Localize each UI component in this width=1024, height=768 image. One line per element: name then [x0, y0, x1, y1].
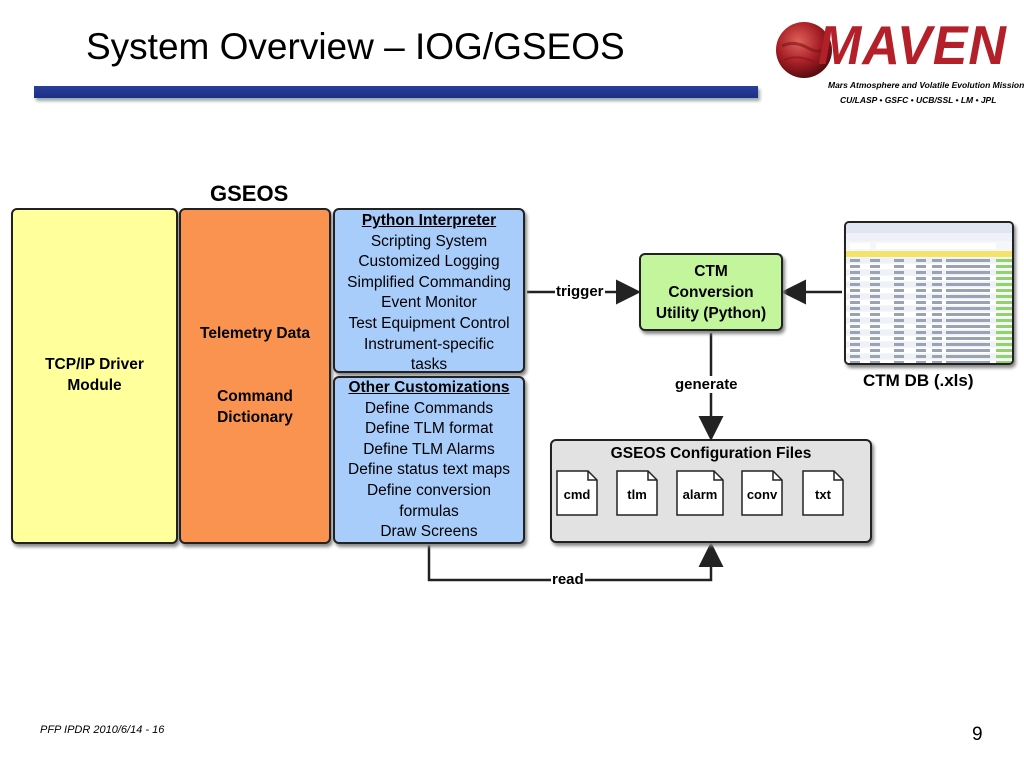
- python-interpreter-box: Python Interpreter Scripting System Cust…: [333, 208, 525, 373]
- command-line-1: Command: [217, 388, 293, 405]
- title-underline-bar: [34, 86, 758, 98]
- file-name: conv: [746, 487, 778, 502]
- file-name: tlm: [627, 487, 647, 502]
- file-doc-cmd: cmd: [556, 470, 598, 516]
- ctm-line-3: Utility (Python): [655, 305, 767, 322]
- python-item: Scripting System: [370, 232, 488, 250]
- document-icon: [802, 470, 844, 516]
- document-icon: [741, 470, 783, 516]
- ctm-conversion-utility-box: CTM Conversion Utility (Python): [639, 253, 783, 331]
- ctm-db-label: CTM DB (.xls): [863, 371, 974, 390]
- python-item: Instrument-specific: [363, 335, 495, 353]
- customization-item: Draw Screens: [380, 523, 478, 541]
- ctm-line-2: Conversion: [668, 284, 754, 301]
- file-name: alarm: [682, 487, 718, 502]
- spreadsheet-icon: [846, 223, 1012, 363]
- mars-planet-icon: [776, 22, 832, 78]
- slide-title: System Overview – IOG/GSEOS: [86, 26, 625, 67]
- trigger-label: trigger: [555, 283, 605, 300]
- other-customizations-box: Other Customizations Define Commands Def…: [333, 376, 525, 544]
- logo-tagline: Mars Atmosphere and Volatile Evolution M…: [828, 80, 1024, 90]
- gseos-group-label: GSEOS: [210, 181, 289, 206]
- python-item: Event Monitor: [381, 294, 477, 312]
- customization-item: Define TLM Alarms: [363, 440, 495, 458]
- footer-text: PFP IPDR 2010/6/14 - 16: [40, 724, 165, 736]
- telemetry-data-label: Telemetry Data: [200, 325, 310, 342]
- file-name: txt: [815, 487, 831, 502]
- maven-logo: MAVEN Mars Atmosphere and Volatile Evolu…: [772, 10, 1024, 110]
- python-interpreter-header: Python Interpreter: [361, 212, 497, 229]
- command-line-2: Dictionary: [217, 409, 293, 426]
- ctm-line-1: CTM: [694, 263, 728, 280]
- customization-item: formulas: [399, 502, 459, 520]
- python-item: Simplified Commanding: [347, 273, 511, 291]
- tcpip-driver-box: TCP/IP Driver Module: [11, 208, 178, 544]
- logo-partners: CU/LASP • GSFC • UCB/SSL • LM • JPL: [840, 95, 997, 105]
- python-item: tasks: [410, 356, 448, 374]
- python-item: Test Equipment Control: [348, 314, 510, 332]
- python-item: Customized Logging: [358, 253, 500, 271]
- page-number: 9: [972, 724, 983, 745]
- file-doc-tlm: tlm: [616, 470, 658, 516]
- customization-item: Define status text maps: [348, 461, 510, 479]
- file-doc-txt: txt: [802, 470, 844, 516]
- other-customizations-header: Other Customizations: [348, 379, 510, 396]
- customization-item: Define TLM format: [364, 420, 494, 438]
- file-name: cmd: [563, 487, 591, 502]
- document-icon: [676, 470, 724, 516]
- read-label: read: [551, 571, 585, 588]
- file-doc-alarm: alarm: [676, 470, 724, 516]
- ctm-db-spreadsheet-thumbnail: [844, 221, 1014, 365]
- generate-label: generate: [674, 376, 739, 393]
- document-icon: [556, 470, 598, 516]
- config-files-title: GSEOS Configuration Files: [610, 445, 812, 462]
- customization-item: Define Commands: [364, 399, 494, 417]
- file-doc-conv: conv: [741, 470, 783, 516]
- tcpip-line-1: TCP/IP Driver: [45, 356, 144, 373]
- tcpip-line-2: Module: [67, 377, 122, 394]
- document-icon: [616, 470, 658, 516]
- customization-item: Define conversion: [366, 481, 492, 499]
- telemetry-command-box: Telemetry Data Command Dictionary: [179, 208, 331, 544]
- logo-wordmark: MAVEN: [818, 15, 1007, 77]
